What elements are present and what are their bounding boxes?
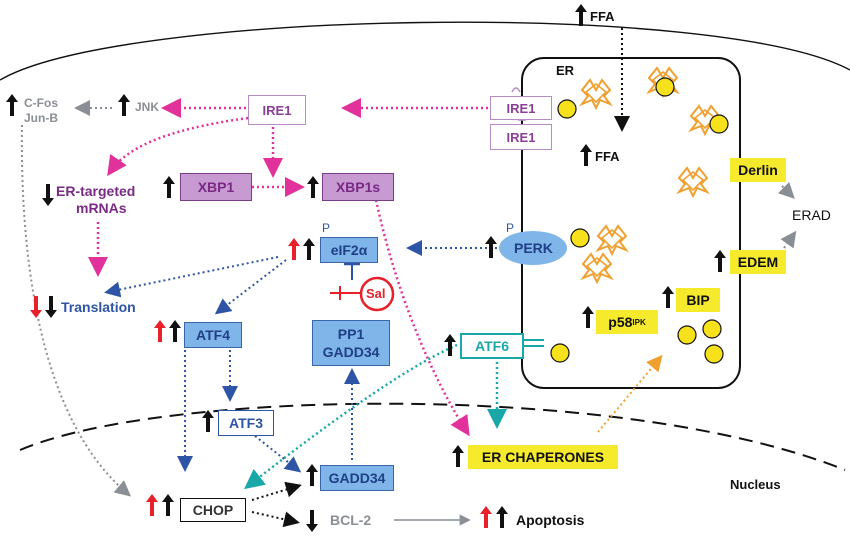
up-arrow-icon xyxy=(496,506,508,528)
eif2a-box: eIF2α xyxy=(320,237,378,263)
ire1-membrane-box-bottom: IRE1 xyxy=(490,124,552,150)
atf4-box: ATF4 xyxy=(184,322,242,348)
p58-label: p58 xyxy=(608,314,633,330)
yellow-protein-icon xyxy=(677,325,697,345)
up-arrow-icon xyxy=(444,334,456,356)
yellow-protein-icon xyxy=(709,114,729,134)
er-chaperones-box: ER CHAPERONES xyxy=(468,445,618,469)
perk-ellipse xyxy=(499,231,567,265)
ire1-cytosolic-box: IRE1 xyxy=(248,95,306,125)
perk-phospho-label: P xyxy=(506,221,515,235)
yellow-protein-icon xyxy=(570,228,590,248)
chop-box: CHOP xyxy=(180,498,246,522)
up-arrow-icon xyxy=(452,445,464,467)
yellow-protein-icon xyxy=(557,99,577,119)
atf3-box: ATF3 xyxy=(218,410,274,436)
up-arrow-icon xyxy=(714,250,726,272)
up-arrow-icon xyxy=(288,238,300,260)
up-arrow-icon xyxy=(118,94,130,116)
up-arrow-icon xyxy=(146,494,158,516)
nucleus-membrane xyxy=(19,402,846,471)
up-arrow-icon xyxy=(575,4,587,26)
bcl2-label: BCL-2 xyxy=(330,512,372,528)
up-arrow-icon xyxy=(480,506,492,528)
er-label: ER xyxy=(556,63,575,78)
up-arrow-icon xyxy=(303,238,315,260)
er-targeted-label: ER-targeted xyxy=(56,183,136,199)
up-arrow-icon xyxy=(306,464,318,486)
yellow-protein-icon xyxy=(655,77,675,97)
up-arrow-icon xyxy=(485,236,497,258)
sal-label: Sal xyxy=(366,286,386,301)
down-arrow-icon xyxy=(45,296,57,318)
xbp1-box: XBP1 xyxy=(180,173,252,201)
up-arrow-icon xyxy=(582,306,594,328)
xbp1s-box: XBP1s xyxy=(322,173,394,201)
cell-membrane xyxy=(0,21,850,81)
up-arrow-icon xyxy=(580,144,592,166)
ire1-membrane-box-top: IRE1 xyxy=(490,96,552,120)
jnk-label: JNK xyxy=(135,100,160,114)
apoptosis-label: Apoptosis xyxy=(516,512,585,528)
yellow-protein-icon xyxy=(704,344,724,364)
up-arrow-icon xyxy=(307,176,319,198)
up-arrow-icon xyxy=(662,286,674,308)
down-arrow-icon xyxy=(30,296,42,318)
translation-label: Translation xyxy=(61,299,136,315)
nucleus-label: Nucleus xyxy=(730,477,781,492)
cfos-label: C-Fos xyxy=(24,96,58,110)
pp1-label: PP1 xyxy=(337,326,365,342)
derlin-box: Derlin xyxy=(730,158,786,182)
ffa-er-label: FFA xyxy=(595,149,620,164)
bip-box: BIP xyxy=(676,288,720,312)
eif2a-phospho-label: P xyxy=(322,221,331,235)
down-arrow-icon xyxy=(42,184,54,206)
up-arrow-icon xyxy=(6,94,18,116)
down-arrow-icon xyxy=(306,510,318,532)
ffa-top-label: FFA xyxy=(590,9,615,24)
up-arrow-icon xyxy=(154,320,166,342)
p58-superscript: IPK xyxy=(632,317,646,327)
edem-box: EDEM xyxy=(730,250,786,274)
up-arrow-icon xyxy=(163,176,175,198)
sal-circle xyxy=(359,276,395,312)
junb-label: Jun-B xyxy=(24,111,58,125)
gadd34-nuclear-box: GADD34 xyxy=(320,465,394,491)
up-arrow-icon xyxy=(169,320,181,342)
mrnas-label: mRNAs xyxy=(76,200,127,216)
erad-label: ERAD xyxy=(792,207,831,223)
yellow-protein-icon xyxy=(550,343,570,363)
gadd34-label: GADD34 xyxy=(322,344,380,360)
up-arrow-icon xyxy=(202,410,214,432)
yellow-protein-icon xyxy=(702,319,722,339)
pp1-gadd34-box: PP1 GADD34 xyxy=(312,320,390,366)
up-arrow-icon xyxy=(162,494,174,516)
atf6-box: ATF6 xyxy=(460,333,524,359)
er-compartment xyxy=(521,57,741,389)
perk-label: PERK xyxy=(514,240,553,256)
